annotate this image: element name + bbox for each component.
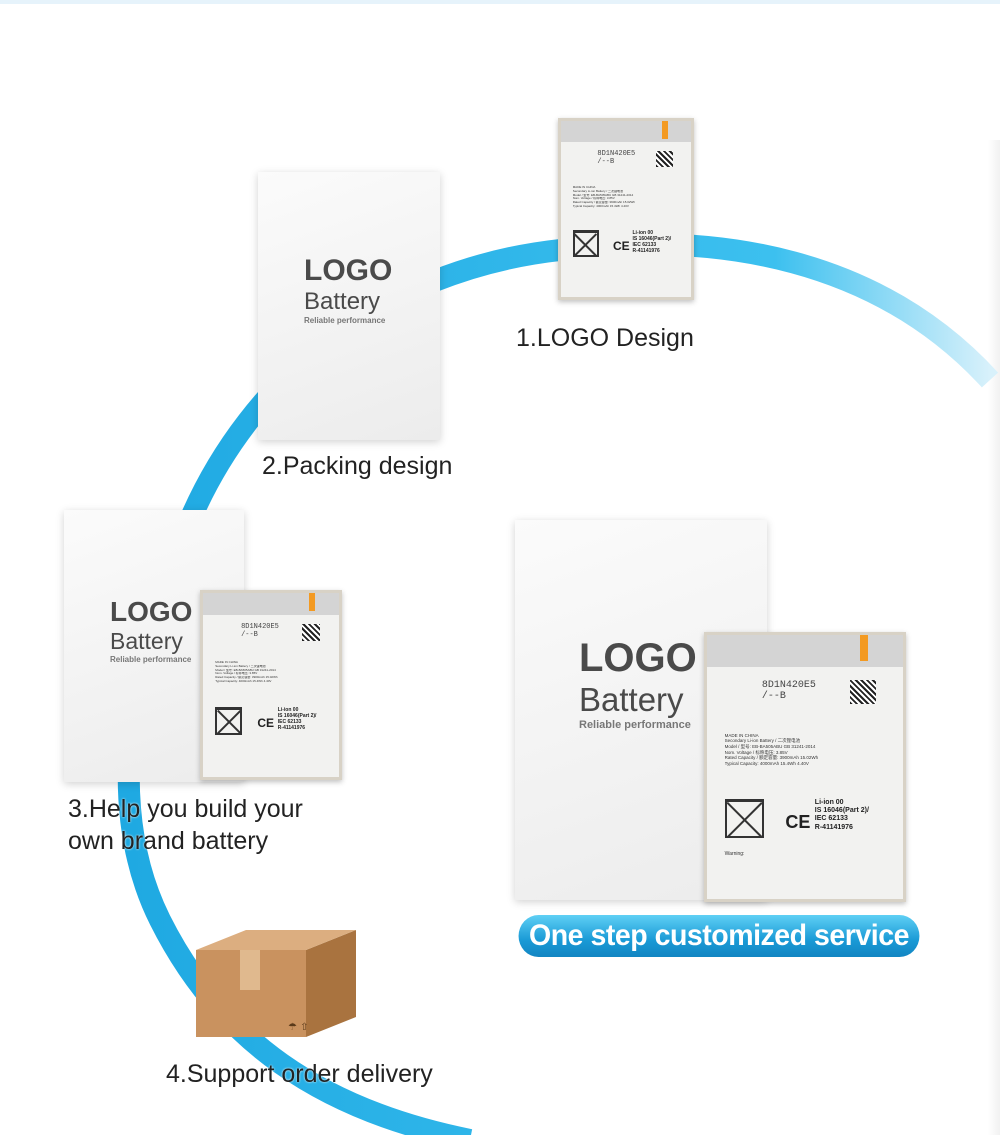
step3-caption: 3.Help you build your own brand battery [68, 793, 303, 857]
step1-caption: 1.LOGO Design [516, 324, 694, 352]
made-in: MADE IN CHINA [724, 732, 759, 738]
label-text: MADE IN CHINA Secondary Li-ion Battery /… [725, 733, 894, 767]
serial: 8D1N420E5/--B [241, 624, 279, 639]
product-text: Battery [579, 681, 684, 718]
qr-code-icon [655, 150, 673, 167]
reg-number: R-41141976 [814, 823, 853, 831]
ce-mark: CE [613, 238, 630, 253]
service-banner: One step customized service [518, 915, 920, 957]
label-text: MADE IN CHINA Secondary Li-ion Battery /… [573, 186, 685, 209]
top-border [0, 0, 1000, 4]
serial: 8D1N420E5/--B [762, 680, 816, 702]
label-line: Nom. Voltage / 标称电压: 3.85V [724, 749, 788, 755]
ce-mark: CE [785, 811, 811, 832]
battery-top [707, 635, 903, 667]
step3-line1: 3.Help you build your [68, 795, 303, 823]
serial: 8D1N420E5/--B [597, 149, 636, 166]
logo-text: LOGO [110, 596, 193, 627]
label-line: Model / 型号: EB-BA505ABU GB 31241-2014 [572, 193, 634, 197]
box-logo: LOGO Battery Reliable performance [304, 254, 392, 325]
serial-text: 8D1N420E5 [597, 149, 636, 158]
made-in: MADE IN CHINA [572, 186, 596, 190]
crossed-bin-icon [215, 707, 243, 735]
li-ion-text: Li-ion 00 [632, 230, 654, 237]
reg-number: R-41141976 [277, 725, 306, 732]
logo-text: LOGO [304, 254, 393, 287]
svg-text:☂ ⇧: ☂ ⇧ [288, 1022, 309, 1033]
label-line: Nom. Voltage / 标称电压: 3.85V [215, 672, 258, 676]
std-text: IS 16046(Part 2)/ [277, 713, 317, 720]
certifications: Li-ion 00 IS 16046(Part 2)/ IEC 62133 R-… [278, 707, 317, 731]
battery-tab [662, 121, 668, 139]
std-text: IEC 62133 [632, 242, 657, 249]
certifications: Li-ion 00 IS 16046(Part 2)/ IEC 62133 R-… [815, 799, 869, 833]
battery-top [203, 593, 339, 616]
label-line: Typical Capacity: 4000mAh 15.4Wh 4.40V [724, 760, 809, 766]
battery-step3: 8D1N420E5/--B MADE IN CHINA Secondary Li… [200, 590, 342, 780]
label-line: Model / 型号: EB-BA505ABU GB 31241-2014 [215, 668, 276, 672]
tagline-text: Reliable performance [110, 655, 192, 664]
battery-top [561, 121, 691, 143]
std-text: IS 16046(Part 2)/ [632, 236, 672, 243]
product-text: Battery [304, 288, 381, 315]
step3-line2: own brand battery [68, 827, 269, 855]
cardboard-box-icon: ☂ ⇧ [196, 930, 356, 1037]
reg-number: R-41141976 [632, 248, 660, 255]
label-line: Typical Capacity: 4000mAh 15.4Wh 4.40V [215, 679, 272, 683]
battery-large: 8D1N420E5/--B MADE IN CHINA Secondary Li… [704, 632, 906, 902]
li-ion-text: Li-ion 00 [814, 798, 844, 806]
crossed-bin-icon [724, 798, 764, 839]
serial-text-2: /--B [761, 690, 786, 702]
serial-text-2: /--B [241, 630, 258, 639]
packing-box-step2: LOGO Battery Reliable performance [258, 172, 440, 440]
serial-text: 8D1N420E5 [761, 679, 816, 691]
label-line: Secondary Li-ion Battery / 二次锂电池 [215, 664, 266, 668]
step2-caption: 2.Packing design [262, 452, 453, 480]
std-text: IEC 62133 [277, 719, 302, 726]
label-line: Rated Capacity / 额定容量: 3900mAh 15.02Wh [215, 676, 278, 680]
std-text: IS 16046(Part 2)/ [814, 807, 869, 815]
label-line: Model / 型号: EB-BA505ABU GB 31241-2014 [724, 743, 816, 749]
label-line: Nom. Voltage / 标称电压: 3.85V [572, 197, 615, 201]
crossed-bin-icon [572, 230, 599, 257]
made-in: MADE IN CHINA [215, 661, 238, 665]
label-line: Typical Capacity: 4000mAh 15.4Wh 4.40V [572, 204, 629, 208]
tagline-text: Reliable performance [304, 316, 386, 325]
serial-text-2: /--B [597, 157, 615, 166]
label-line: Rated Capacity / 额定容量: 3900mAh 15.02Wh [572, 201, 636, 205]
label-line: Rated Capacity / 额定容量: 3900mAh 15.02Wh [724, 755, 819, 761]
battery-tab [309, 593, 315, 612]
warning-text: Warning: [724, 851, 745, 858]
logo-text: LOGO [579, 636, 697, 680]
label-line: Secondary Li-ion Battery / 二次锂电池 [572, 189, 624, 193]
product-text: Battery [110, 628, 183, 654]
right-edge-shade [988, 140, 1000, 1135]
li-ion-text: Li-ion 00 [277, 707, 299, 714]
label-text: MADE IN CHINA Secondary Li-ion Battery /… [215, 661, 332, 684]
serial-text: 8D1N420E5 [241, 623, 279, 632]
box-logo: LOGO Battery Reliable performance [110, 596, 192, 664]
box-logo: LOGO Battery Reliable performance [579, 636, 697, 731]
battery-tab [859, 635, 868, 662]
ce-mark: CE [257, 716, 275, 731]
step4-caption: 4.Support order delivery [166, 1060, 433, 1088]
battery-step1: 8D1N420E5/--B MADE IN CHINA Secondary Li… [558, 118, 694, 300]
std-text: IEC 62133 [814, 815, 848, 823]
qr-code-icon [302, 624, 320, 641]
label-line: Secondary Li-ion Battery / 二次锂电池 [724, 738, 801, 744]
qr-code-icon [850, 679, 876, 704]
certifications: Li-ion 00 IS 16046(Part 2)/ IEC 62133 R-… [633, 230, 672, 254]
tagline-text: Reliable performance [579, 719, 691, 731]
